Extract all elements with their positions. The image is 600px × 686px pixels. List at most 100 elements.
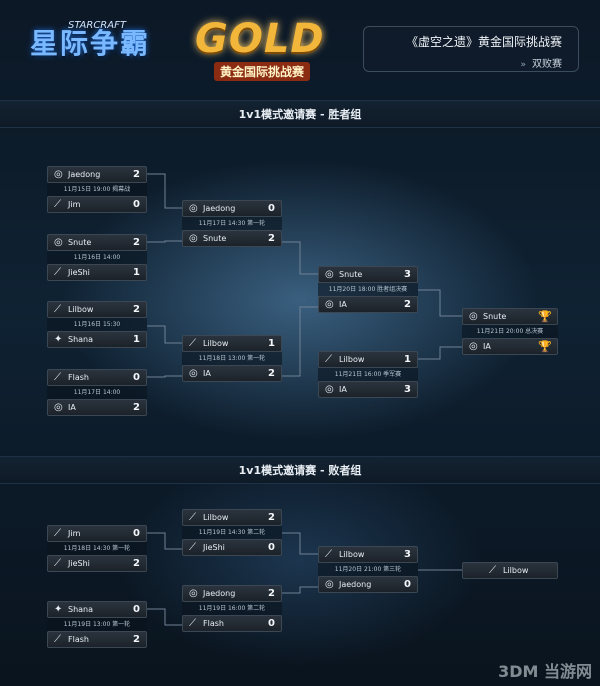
player-score: 3 — [404, 384, 411, 395]
player-score: 0 — [268, 618, 275, 629]
player-score: 0 — [268, 542, 275, 553]
double-chevron-icon: » — [520, 60, 526, 70]
player-score: 2 — [268, 588, 275, 599]
zerg-icon: ◎ — [325, 579, 334, 590]
zerg-icon: ◎ — [325, 384, 334, 395]
gold-logo: GOLD — [195, 16, 325, 62]
zerg-icon: ◎ — [189, 368, 198, 379]
player-name: Snute — [483, 312, 507, 321]
player-score: 2 — [133, 402, 140, 413]
terran-icon: ⟋ — [54, 304, 61, 315]
zerg-icon: ◎ — [325, 299, 334, 310]
match-info: 11月16日 15:30 — [47, 318, 147, 331]
player-score: 2 — [268, 233, 275, 244]
player-row: ◎ IA 2 — [47, 399, 147, 416]
match-info: 11月16日 14:00 — [47, 251, 147, 264]
player-score: 1 — [133, 334, 140, 345]
player-score: 2 — [133, 237, 140, 248]
match-info: 11月20日 18:00 胜者组决赛 — [318, 283, 418, 296]
match-info: 11月15日 19:00 揭幕战 — [47, 183, 147, 196]
player-score: 0 — [133, 199, 140, 210]
bracket-connector — [147, 375, 182, 378]
player-name: Lilbow — [68, 305, 94, 314]
bracket-connector — [147, 325, 182, 344]
zerg-icon: ◎ — [54, 169, 63, 180]
player-row: ⟋ JieShi 2 — [47, 555, 147, 572]
player-row: ◎ Jaedong 0 — [182, 200, 282, 217]
terran-icon: ⟋ — [189, 618, 196, 629]
title-box: 《虚空之遗》黄金国际挑战赛 »双败赛 — [363, 26, 579, 72]
header: 星际争霸 STARCRAFT GOLD 黄金国际挑战赛 《虚空之遗》黄金国际挑战… — [0, 0, 600, 95]
gold-logo-sub: 黄金国际挑战赛 — [214, 62, 311, 81]
terran-icon: ⟋ — [54, 634, 61, 645]
player-name: IA — [339, 385, 347, 394]
player-name: IA — [483, 342, 491, 351]
terran-icon: ⟋ — [189, 338, 196, 349]
watermark: 3DM 当游网 — [498, 662, 592, 681]
player-score: 2 — [133, 558, 140, 569]
terran-icon: ⟋ — [54, 558, 61, 569]
player-name: JieShi — [68, 559, 90, 568]
player-name: Lilbow — [339, 355, 365, 364]
player-name: Snute — [68, 238, 92, 247]
losers-winner-name: Lilbow — [503, 566, 529, 575]
winners-band — [0, 100, 600, 128]
match-info: 11月20日 21:00 第三轮 — [318, 563, 418, 576]
player-score: 3 — [404, 269, 411, 280]
bracket-connector — [282, 241, 318, 275]
player-name: IA — [203, 369, 211, 378]
zerg-icon: ◎ — [189, 203, 198, 214]
bracket-connector — [282, 586, 318, 594]
player-score: 2 — [268, 368, 275, 379]
bracket-connector — [282, 532, 318, 555]
player-name: Jaedong — [203, 204, 236, 213]
zerg-icon: ◎ — [469, 311, 478, 322]
match-info: 11月17日 14:00 — [47, 386, 147, 399]
player-row: ◎Snute🏆 — [462, 308, 558, 325]
match-info: 11月18日 14:30 第一轮 — [47, 542, 147, 555]
player-name: Jaedong — [68, 170, 101, 179]
player-score: 0 — [268, 203, 275, 214]
player-name: Lilbow — [339, 550, 365, 559]
player-name: Flash — [68, 635, 89, 644]
terran-icon: ⟋ — [54, 199, 61, 210]
bracket-connector — [147, 173, 182, 209]
match-card: ◎Snute🏆11月21日 20:00 总决赛◎IA🏆 — [462, 308, 558, 355]
zerg-icon: ◎ — [54, 402, 63, 413]
protoss-icon: ✦ — [54, 604, 63, 615]
player-score: 0 — [133, 528, 140, 539]
player-name: Snute — [339, 270, 363, 279]
match-info: 11月19日 14:30 第二轮 — [182, 526, 282, 539]
player-score: 2 — [404, 299, 411, 310]
player-name: IA — [68, 403, 76, 412]
match-info: 11月19日 13:00 第一轮 — [47, 618, 147, 631]
bracket-connector — [418, 346, 462, 360]
winners-title: 1v1模式邀请赛 - 胜者组 — [238, 108, 362, 121]
match-info: 11月21日 16:00 季军赛 — [318, 368, 418, 381]
player-name: Lilbow — [203, 339, 229, 348]
protoss-icon: ✦ — [54, 334, 63, 345]
player-row: ◎ IA 2 — [182, 365, 282, 382]
player-name: JieShi — [203, 543, 225, 552]
